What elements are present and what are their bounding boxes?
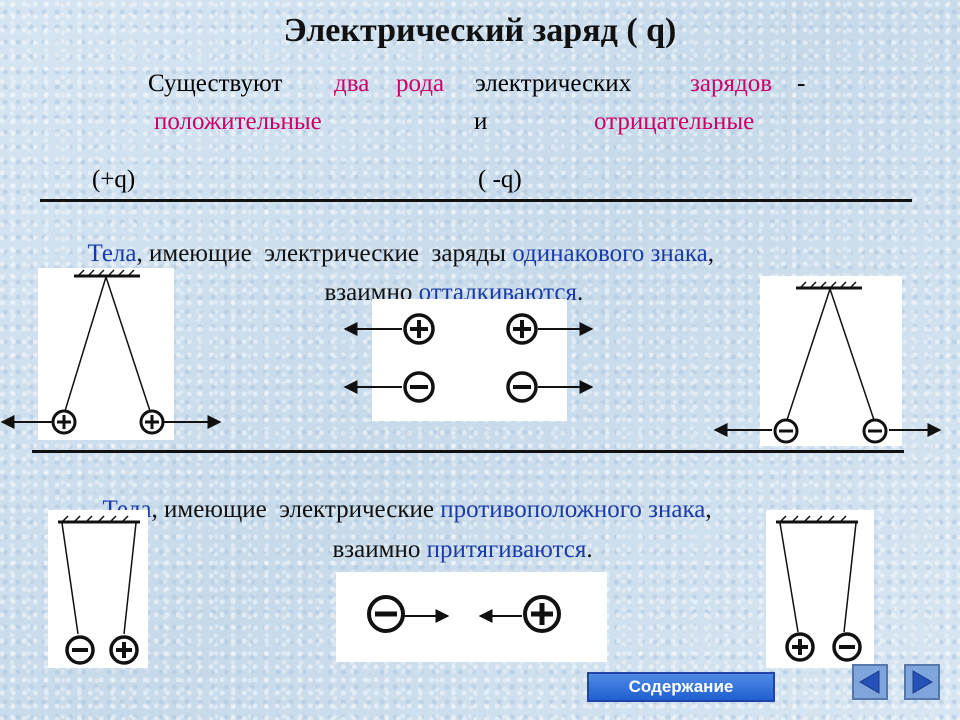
intro-word-electric: электрических [475, 70, 632, 97]
attract-pendulum-right [776, 515, 862, 662]
plus-charge-icon [51, 409, 77, 435]
attract-having: , имеющие электрические [151, 496, 441, 523]
attract-attract: притягиваются [426, 536, 587, 563]
intro-dash: - [797, 70, 806, 97]
attract-line-2: взаимно притягиваются. [320, 508, 593, 564]
positive-symbol: (+q) [92, 166, 136, 193]
contents-button[interactable]: Содержание [587, 672, 775, 702]
attract-center [367, 595, 561, 633]
minus-charge-icon [403, 371, 435, 403]
intro-word-exist: Существуют [148, 70, 283, 97]
intro-positive: положительные [154, 108, 322, 135]
page-title: Электрический заряд ( q) [283, 12, 677, 49]
minus-charge-icon [773, 418, 799, 444]
divider-middle [32, 450, 904, 453]
plus-charge-icon [523, 595, 561, 633]
intro-word-two: два [334, 70, 370, 97]
repel-having: , имеющие электрические заряды [136, 240, 513, 267]
attract-comma: , [705, 496, 712, 523]
intro-word-kinds: рода [396, 70, 445, 97]
attract-period: . [586, 536, 593, 563]
plus-charge-icon [506, 313, 538, 345]
plus-charge-icon [785, 632, 815, 662]
repel-comma: , [707, 240, 714, 267]
repel-pendulum-left [0, 269, 222, 435]
next-icon [912, 670, 933, 694]
prev-button[interactable] [852, 664, 888, 700]
repel-bodies: Тела [87, 240, 137, 267]
minus-charge-icon [832, 632, 862, 662]
plus-charge-icon [109, 635, 139, 665]
intro-word-charges: зарядов [690, 70, 772, 97]
repel-pendulum-right [713, 281, 942, 444]
prev-icon [859, 670, 880, 694]
repel-line-1: Тела, имеющие электрические заряды одина… [75, 212, 714, 268]
negative-symbol: ( -q) [478, 166, 522, 193]
attract-mutually: взаимно [332, 536, 427, 563]
repel-center-panel [372, 299, 567, 421]
attract-opposite-sign: противоположного знака [440, 496, 706, 523]
repel-pendulum-right-panel [760, 276, 902, 446]
minus-charge-icon [367, 595, 405, 633]
intro-negative: отрицательные [594, 108, 755, 135]
repel-same-sign: одинакового знака [512, 240, 708, 267]
repel-period: . [577, 279, 584, 306]
repel-center [343, 313, 594, 403]
intro-and: и [474, 108, 488, 135]
divider-top [40, 199, 912, 202]
next-button[interactable] [904, 664, 940, 700]
minus-charge-icon [862, 418, 888, 444]
attract-pendulum-left [58, 515, 140, 665]
plus-charge-icon [403, 313, 435, 345]
minus-charge-icon [65, 635, 95, 665]
plus-charge-icon [139, 409, 165, 435]
minus-charge-icon [506, 371, 538, 403]
